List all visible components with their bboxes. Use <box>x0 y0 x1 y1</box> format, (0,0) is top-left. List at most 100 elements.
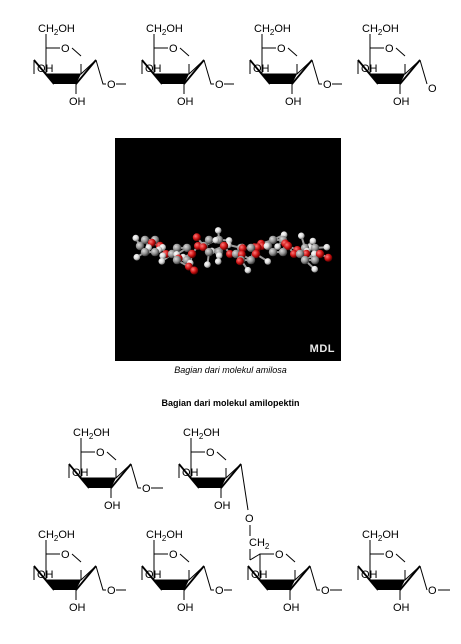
main-unit-4: CH2OH O OH OH <box>357 529 421 614</box>
carbon-atom <box>246 243 256 253</box>
oh-label: OH <box>177 96 194 108</box>
hydrogen-atom <box>244 266 252 274</box>
amylose-unit-4: CH2OH O OH OH <box>357 23 421 108</box>
oh-label: OH <box>145 569 162 581</box>
amylopectin-title: Bagian dari molekul amilopektin <box>161 398 300 408</box>
ring-oxygen: O <box>277 43 286 55</box>
oxygen-atom <box>238 244 247 253</box>
carbon-atom <box>135 241 145 251</box>
carbon-atom <box>150 247 160 257</box>
glycosidic-link: O <box>309 565 342 597</box>
ring-oxygen: O <box>169 549 178 561</box>
oh-label: OH <box>69 96 86 108</box>
hydrogen-atom <box>311 250 318 258</box>
oh-label: OH <box>37 569 54 581</box>
ch2oh-label: CH2OH <box>146 23 183 37</box>
hydrogen-atom <box>212 236 220 244</box>
amylose-unit-3: CH2OH O OH OH <box>249 23 313 108</box>
hydrogen-atom <box>311 265 318 273</box>
amylose-unit-1: CH2OH O OH OH <box>33 23 97 108</box>
hydrogen-atom <box>263 242 271 250</box>
oh-label: OH <box>283 602 300 614</box>
ch2oh-label: CH2OH <box>38 529 75 543</box>
glycosidic-link: O <box>311 59 342 91</box>
ch2oh-label: CH2OH <box>183 427 220 441</box>
ch2oh-label: CH2OH <box>362 529 399 543</box>
svg-text:O: O <box>215 585 224 597</box>
oh-label: OH <box>361 569 378 581</box>
oh-label: OH <box>69 602 86 614</box>
svg-text:O: O <box>428 83 437 95</box>
carbon-atom <box>295 249 305 259</box>
carbon-atom <box>204 247 214 257</box>
carbon-atom <box>268 247 278 257</box>
amylose-unit-2: CH2OH O OH OH <box>141 23 205 108</box>
svg-text:O: O <box>245 513 254 525</box>
glycosidic-link: O <box>203 565 232 597</box>
oh-label: OH <box>145 63 162 75</box>
carbon-atom <box>172 243 182 253</box>
amylose-chain: CH2OH O OH OH CH2OH O OH OH CH2OH O OH O… <box>33 23 437 108</box>
oh-label: OH <box>253 63 270 75</box>
oxygen-atom <box>219 241 229 251</box>
atoms <box>132 227 333 275</box>
svg-text:O: O <box>321 585 330 597</box>
glycosidic-link: O <box>95 565 126 597</box>
svg-text:O: O <box>323 79 332 91</box>
hydrogen-atom <box>298 232 305 240</box>
oxygen-atom <box>324 253 333 262</box>
main-unit-1: CH2OH O OH OH <box>33 529 97 614</box>
glycosidic-link: O <box>95 59 126 91</box>
oh-label: OH <box>393 602 410 614</box>
mdl-logo: MDL <box>309 343 335 355</box>
oxygen-atom <box>315 249 325 259</box>
oh-label: OH <box>393 96 410 108</box>
branch-unit-1: CH2OH O OH OH <box>68 427 132 512</box>
oh-label: OH <box>251 569 268 581</box>
svg-text:O: O <box>215 79 224 91</box>
ring-oxygen: O <box>206 447 215 459</box>
oxygen-atom <box>290 250 298 258</box>
branch-unit-2: CH2OH O OH OH <box>178 427 242 512</box>
branch-link-1-6: O CH2 <box>240 463 270 560</box>
ball-and-stick-model <box>132 227 333 275</box>
carbon-atom <box>231 249 241 259</box>
carbon-atom <box>140 247 150 257</box>
ch2oh-label: CH2OH <box>146 529 183 543</box>
ch2oh-label: CH2OH <box>254 23 291 37</box>
main-unit-3-branch-point: O OH OH <box>247 549 311 614</box>
oxygen-atom <box>187 249 197 259</box>
carbon-atom <box>278 247 288 257</box>
hydrogen-atom <box>214 258 222 265</box>
carbon-atom <box>300 255 310 265</box>
chain-end: O <box>419 565 450 597</box>
hydrogen-atom <box>309 237 317 245</box>
hydrogen-atom <box>274 243 281 250</box>
oh-label: OH <box>72 467 89 479</box>
hydrogen-atom <box>215 252 223 259</box>
oxygen-atom <box>192 233 201 242</box>
carbon-atom <box>310 243 320 253</box>
ring-oxygen: O <box>61 43 70 55</box>
ring-oxygen: O <box>169 43 178 55</box>
oxygen-atom <box>236 257 244 266</box>
hydrogen-atom <box>159 252 166 259</box>
svg-text:O: O <box>107 79 116 91</box>
amylose-3d-model: MDL <box>115 138 341 361</box>
amylose-caption: Bagian dari molekul amilosa <box>174 365 287 375</box>
svg-text:O: O <box>107 585 116 597</box>
oh-label: OH <box>214 500 231 512</box>
oh-label: OH <box>177 602 194 614</box>
oxygen-atom <box>302 249 311 258</box>
carbon-atom <box>246 255 256 265</box>
carbon-atom <box>172 255 182 265</box>
hydrogen-atom <box>133 253 141 261</box>
hydrogen-atom <box>158 258 166 265</box>
glycosidic-link: O <box>130 463 163 495</box>
amylopectin-branch-chain: CH2OH O OH OH CH2OH O OH OH O O CH2 <box>68 427 270 560</box>
ch2-label: CH2 <box>249 537 270 551</box>
carbon-atom <box>204 235 214 245</box>
amylopectin-main-chain: CH2OH O OH OH CH2OH O OH OH O OH OH <box>33 529 450 614</box>
ch2oh-label: CH2OH <box>362 23 399 37</box>
